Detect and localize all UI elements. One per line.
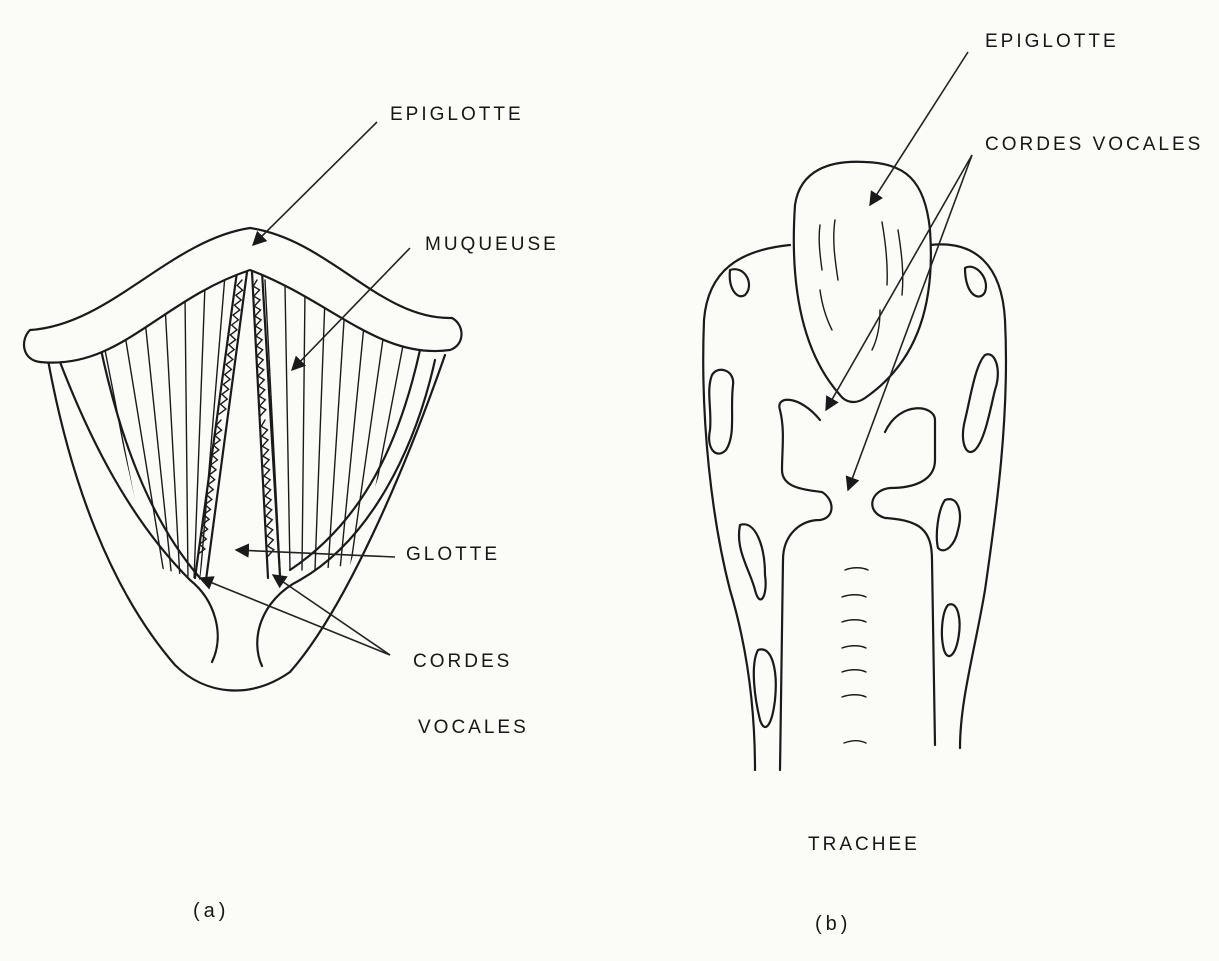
trachea-wall-left [779, 400, 831, 770]
arrow-epiglotte-a [253, 122, 377, 245]
figure-a: EPIGLOTTE MUQUEUSE GLOTTE CORDES VOCALES… [24, 104, 559, 922]
label-cordes-vocales-b: CORDES VOCALES [985, 134, 1203, 155]
larynx-outline-b-right [930, 244, 1006, 748]
label-glotte: GLOTTE [406, 544, 500, 565]
larynx-outline-a [48, 355, 445, 690]
larynx-outline-b [703, 245, 790, 770]
label-epiglotte-b: EPIGLOTTE [985, 31, 1119, 52]
label-muqueuse: MUQUEUSE [425, 234, 559, 255]
caption-a: (a) [193, 900, 229, 922]
trachea-wall-right [872, 408, 935, 745]
label-cordes: CORDES [413, 651, 512, 672]
left-band-inner [100, 345, 200, 578]
tracheal-rings [842, 568, 868, 743]
caption-b: (b) [815, 913, 851, 935]
epiglottis-b [794, 162, 931, 402]
epiglottis-a [24, 228, 462, 363]
label-trachee: TRACHEE [808, 834, 920, 855]
vocal-cord-right [252, 272, 280, 578]
arrow-epiglotte-b [870, 52, 968, 205]
label-epiglotte-a: EPIGLOTTE [390, 104, 524, 125]
label-vocales: VOCALES [418, 717, 529, 738]
figure-b: EPIGLOTTE CORDES VOCALES TRACHEE (b) [703, 31, 1203, 935]
